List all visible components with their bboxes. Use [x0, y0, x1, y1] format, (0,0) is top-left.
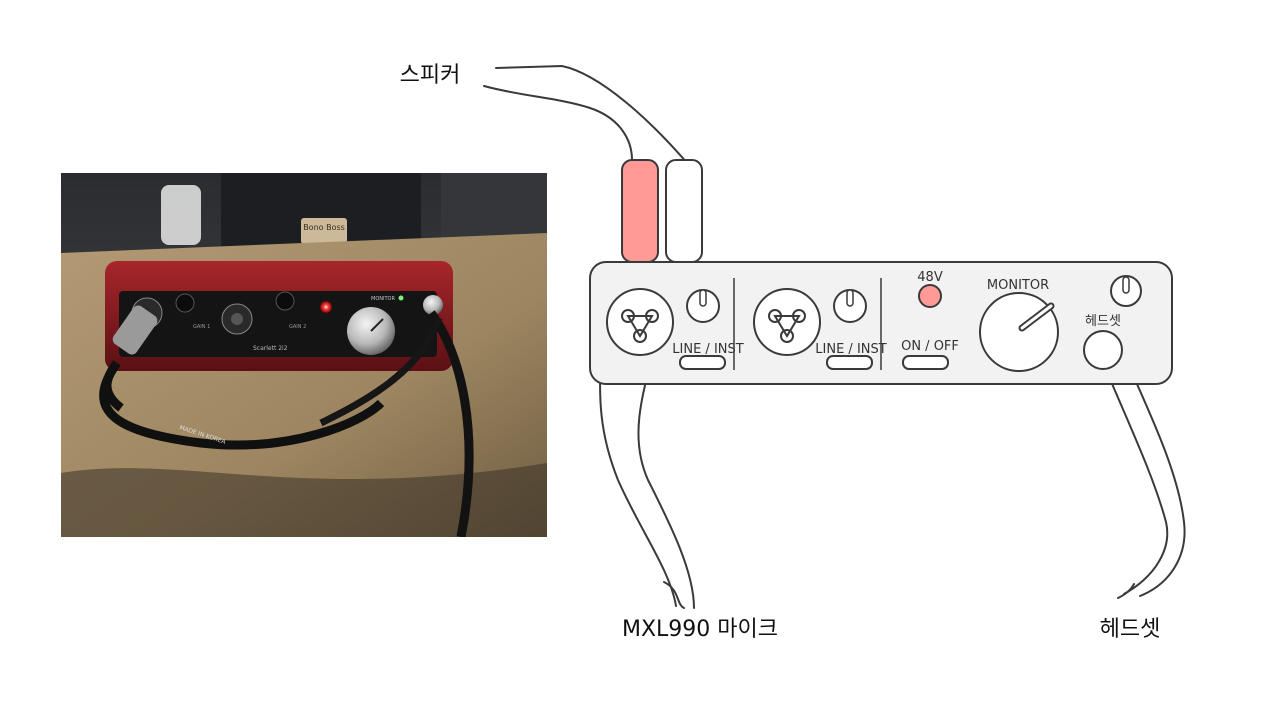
- svg-text:MONITOR: MONITOR: [371, 296, 395, 302]
- interface-photo: Bono Boss Scarlett 2i2 GAIN 1 GAIN 2 MON…: [61, 173, 547, 537]
- speaker-label: 스피커: [400, 63, 461, 88]
- headphone-jack: [1083, 330, 1123, 370]
- speaker-plug-white: [665, 159, 703, 263]
- svg-text:LINE / INST: LINE / INST: [672, 342, 743, 357]
- phantom-power-led: [918, 284, 942, 308]
- phantom-power-switch: [902, 355, 949, 370]
- speaker-cable-left: [483, 85, 633, 161]
- svg-text:GAIN 1: GAIN 1: [193, 324, 210, 330]
- speaker-cable-right: [495, 65, 689, 165]
- svg-text:48V: 48V: [917, 270, 943, 285]
- svg-text:LINE / INST: LINE / INST: [815, 342, 886, 357]
- line-inst-switch-2: [826, 355, 873, 370]
- xlr-input-1: [606, 288, 674, 356]
- phantom-led: [320, 301, 332, 313]
- mic-label: MXL990 마이크: [622, 617, 778, 642]
- headset-label: 헤드셋: [1100, 617, 1161, 642]
- monitor-knob: [979, 292, 1059, 372]
- svg-text:GAIN 2: GAIN 2: [289, 324, 306, 330]
- svg-text:Bono Boss: Bono Boss: [303, 223, 345, 232]
- mic-cable-left: [599, 327, 677, 607]
- svg-text:헤드셋: 헤드셋: [1085, 314, 1121, 329]
- headset-cable-left: [1097, 349, 1169, 595]
- svg-text:ON / OFF: ON / OFF: [901, 339, 959, 354]
- svg-text:Scarlett 2i2: Scarlett 2i2: [253, 345, 288, 352]
- xlr-input-2: [753, 288, 821, 356]
- speaker-plug-red: [621, 159, 659, 263]
- speaker-brand-sign: [301, 218, 347, 244]
- mic-cable-right: [637, 343, 695, 609]
- line-inst-switch-1: [679, 355, 726, 370]
- svg-text:MONITOR: MONITOR: [987, 278, 1049, 293]
- headset-cable-right: [1121, 349, 1186, 597]
